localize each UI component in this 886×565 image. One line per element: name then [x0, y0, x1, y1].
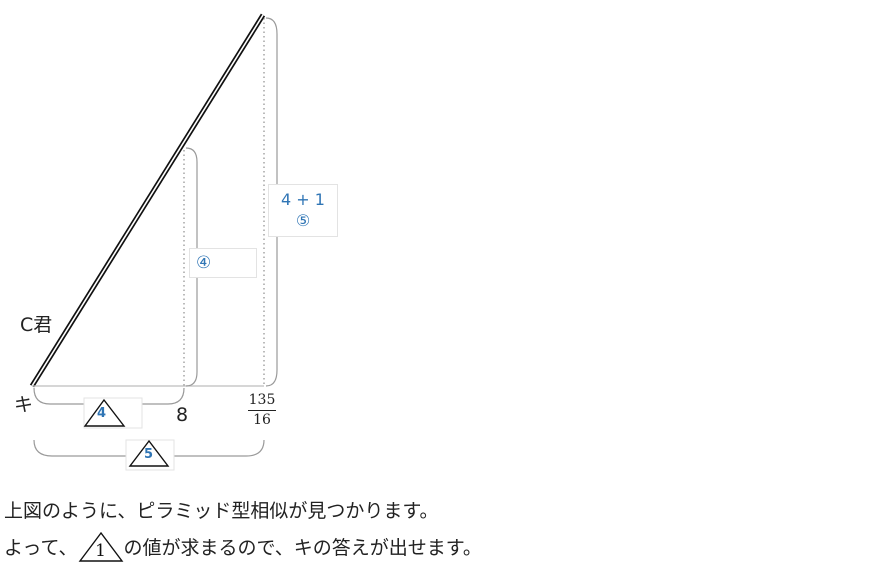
inner-height-label: ④	[196, 253, 212, 273]
length-8-label: 8	[176, 404, 189, 426]
length-fraction: 135 16	[245, 392, 279, 429]
hypotenuse-line	[29, 13, 266, 388]
fraction-denominator: 16	[253, 412, 271, 428]
triangle-5-number: 5	[144, 447, 154, 462]
person-label: C君	[20, 314, 53, 336]
inline-triangle-1: 1	[78, 532, 124, 562]
explanation-line-2: よって、 1 の値が求まるので、キの答えが出せます。	[4, 532, 482, 562]
fraction-numerator: 135	[248, 392, 276, 408]
triangle-4-shape	[83, 398, 126, 427]
outer-height-circled: ⑤	[295, 211, 311, 230]
explanation-line-2-prefix: よって、	[4, 537, 78, 559]
inner-height-label-box: ④	[189, 248, 257, 278]
explanation-line-2-suffix: の値が求まるので、キの答えが出せます。	[123, 537, 482, 559]
triangle-4-number: 4	[97, 406, 107, 421]
outer-height-sum: 4 + 1	[281, 190, 325, 209]
triangle-5-shape	[128, 439, 170, 467]
point-label: キ	[14, 394, 34, 416]
explanation-line-1: 上図のように、ピラミッド型相似が見つかります。	[4, 500, 439, 522]
inline-triangle-1-number: 1	[95, 541, 106, 561]
outer-height-label-box: 4 + 1 ⑤	[268, 184, 338, 237]
fraction-bar	[248, 410, 276, 411]
